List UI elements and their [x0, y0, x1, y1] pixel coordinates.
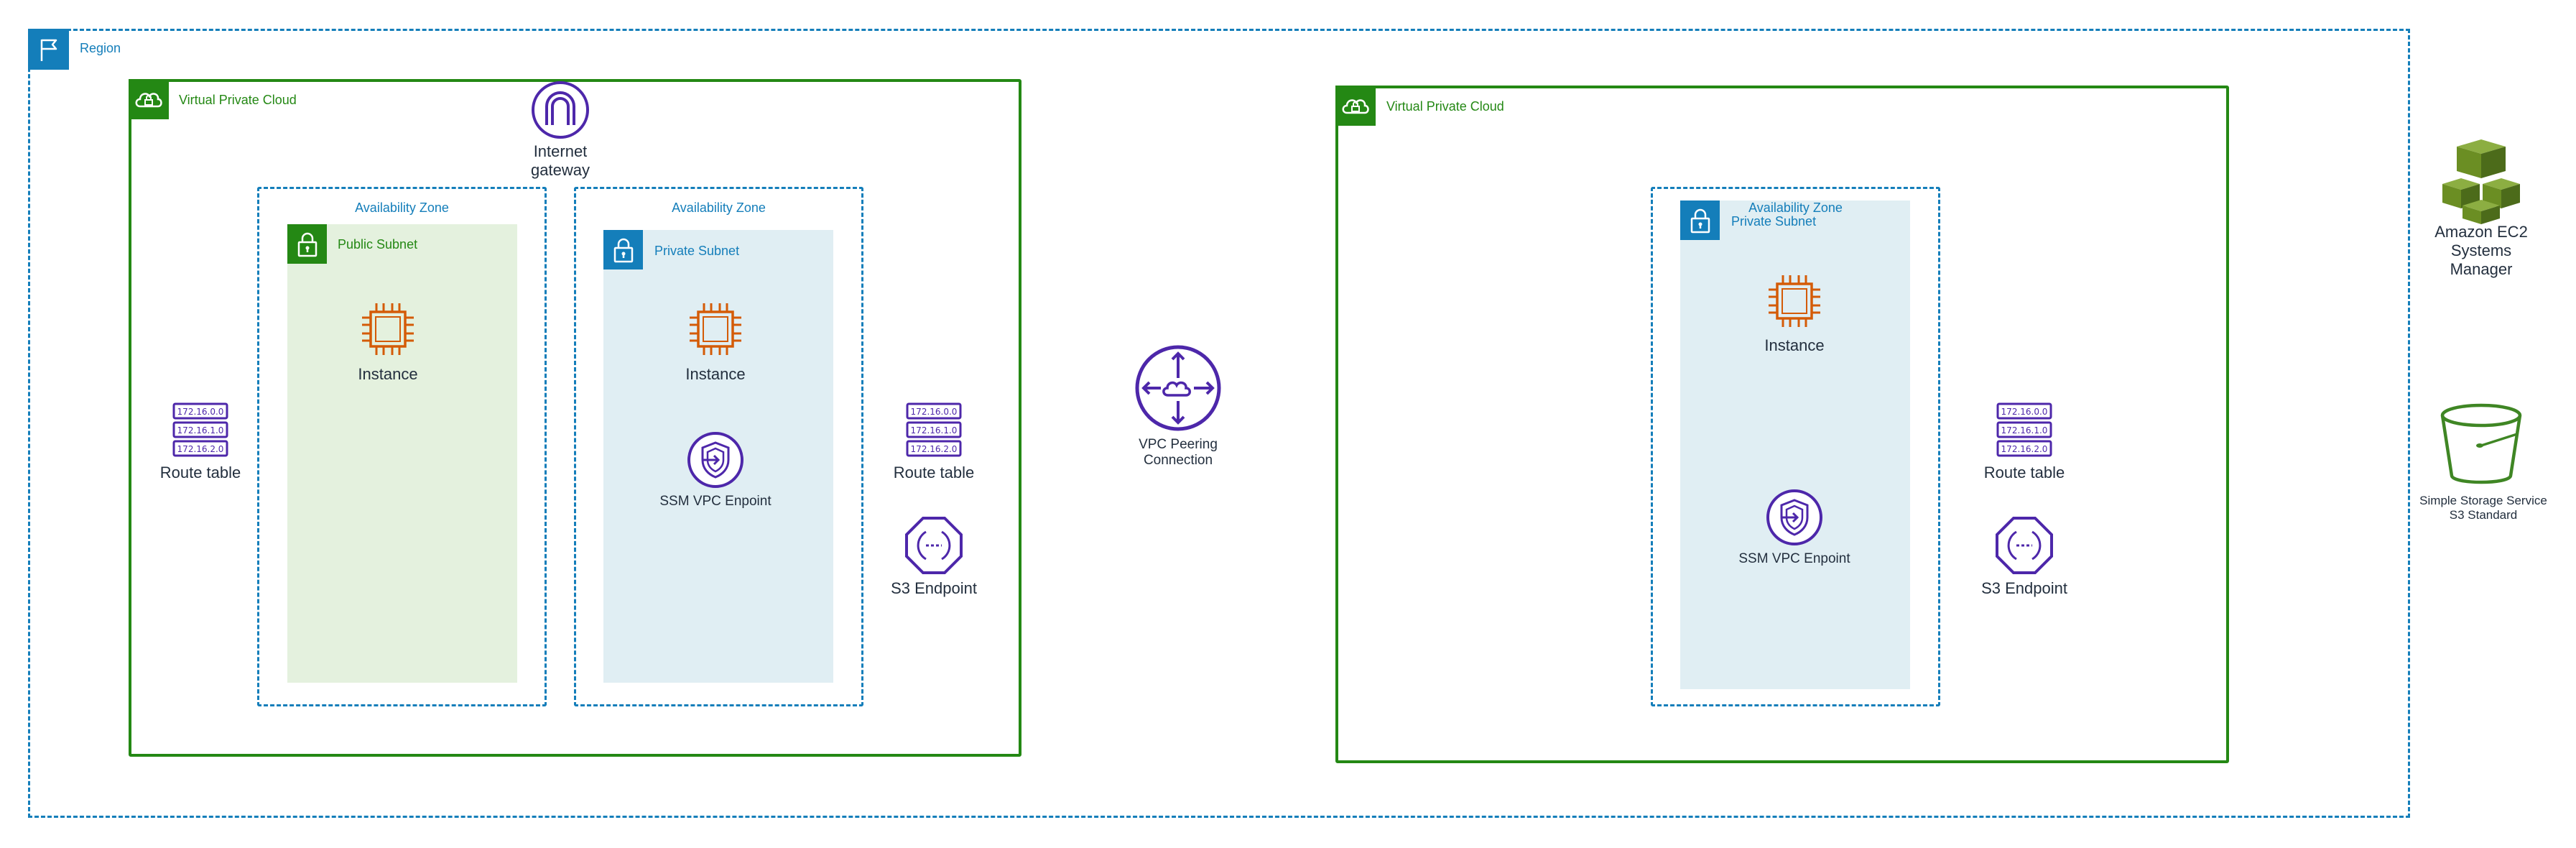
region-flag-icon: [28, 29, 69, 70]
ec2-systems-manager-cubes-icon: [2440, 137, 2523, 228]
public-subnet-label: Public Subnet: [338, 237, 418, 252]
ec2-instance-chip-icon: [687, 300, 744, 361]
az-private-label: Availability Zone: [672, 201, 766, 215]
ec2-systems-manager-label: Amazon EC2 Systems Manager: [2434, 223, 2528, 278]
route-table-entry: 172.16.2.0: [911, 444, 958, 454]
route-table-entry: 172.16.2.0: [177, 444, 224, 454]
public-subnet-padlock-icon: [287, 224, 327, 264]
route-table-entry: 172.16.0.0: [177, 407, 224, 417]
route-table-icon: 172.16.0.0 172.16.1.0 172.16.2.0: [904, 402, 963, 463]
route-table-icon: 172.16.0.0 172.16.1.0 172.16.2.0: [171, 402, 230, 463]
vpc-left-label: Virtual Private Cloud: [179, 93, 297, 107]
s3-standard-label: Simple Storage Service S3 Standard: [2419, 494, 2547, 522]
s3-endpoint-icon: [1995, 516, 2054, 579]
vpc-left: [129, 79, 1021, 757]
vpc-peering-label: VPC Peering Connection: [1139, 437, 1218, 468]
public-subnet: [287, 224, 517, 683]
availability-zone-private: [574, 187, 863, 706]
ssm-endpoint-right-label: SSM VPC Enpoint: [1738, 551, 1850, 566]
vpc-cloud-icon: [1335, 86, 1376, 126]
s3-endpoint-label: S3 Endpoint: [891, 579, 977, 597]
route-table-entry: 172.16.0.0: [2001, 407, 2048, 417]
private-subnet-right-label: Private Subnet: [1731, 214, 1817, 229]
s3-endpoint-right-label: S3 Endpoint: [1981, 579, 2067, 597]
internet-gateway-label: Internet gateway: [531, 142, 590, 179]
az-public-label: Availability Zone: [355, 201, 449, 215]
s3-endpoint-icon: [904, 516, 963, 579]
az-right-label: Availability Zone: [1748, 201, 1843, 215]
private-subnet-padlock-icon: [1680, 201, 1720, 240]
instance-right-label: Instance: [1764, 336, 1825, 354]
route-table-entry: 172.16.1.0: [911, 425, 958, 435]
ssm-vpc-endpoint-icon: [687, 431, 744, 492]
region-boundary: [28, 29, 2410, 818]
ssm-endpoint-label: SSM VPC Enpoint: [659, 494, 772, 509]
ssm-vpc-endpoint-icon: [1766, 489, 1823, 550]
route-table-right-label: Route table: [893, 464, 975, 481]
vpc-cloud-icon: [129, 79, 169, 119]
vpc-right: [1335, 86, 2229, 763]
private-subnet-padlock-icon: [603, 230, 643, 269]
availability-zone-public: [257, 187, 547, 706]
internet-gateway-icon: [531, 80, 590, 143]
route-table-entry: 172.16.0.0: [911, 407, 958, 417]
s3-bucket-icon: [2437, 401, 2526, 494]
vpc-peering-icon: [1134, 344, 1223, 436]
route-table-entry: 172.16.1.0: [2001, 425, 2048, 435]
region-label: Region: [80, 41, 121, 55]
availability-zone-right: [1651, 187, 1940, 706]
route-table-left-label: Route table: [159, 464, 241, 481]
route-table-entry: 172.16.1.0: [177, 425, 224, 435]
route-table-icon: 172.16.0.0 172.16.1.0 172.16.2.0: [1995, 402, 2054, 463]
private-subnet-right: [1680, 201, 1910, 689]
instance-private-label: Instance: [685, 365, 746, 383]
instance-public-label: Instance: [358, 365, 418, 383]
route-table-right-vpc-label: Route table: [1983, 464, 2065, 481]
route-table-entry: 172.16.2.0: [2001, 444, 2048, 454]
private-subnet-label: Private Subnet: [654, 244, 740, 258]
ec2-instance-chip-icon: [1766, 272, 1823, 333]
vpc-right-label: Virtual Private Cloud: [1386, 99, 1504, 114]
ec2-instance-chip-icon: [359, 300, 417, 361]
